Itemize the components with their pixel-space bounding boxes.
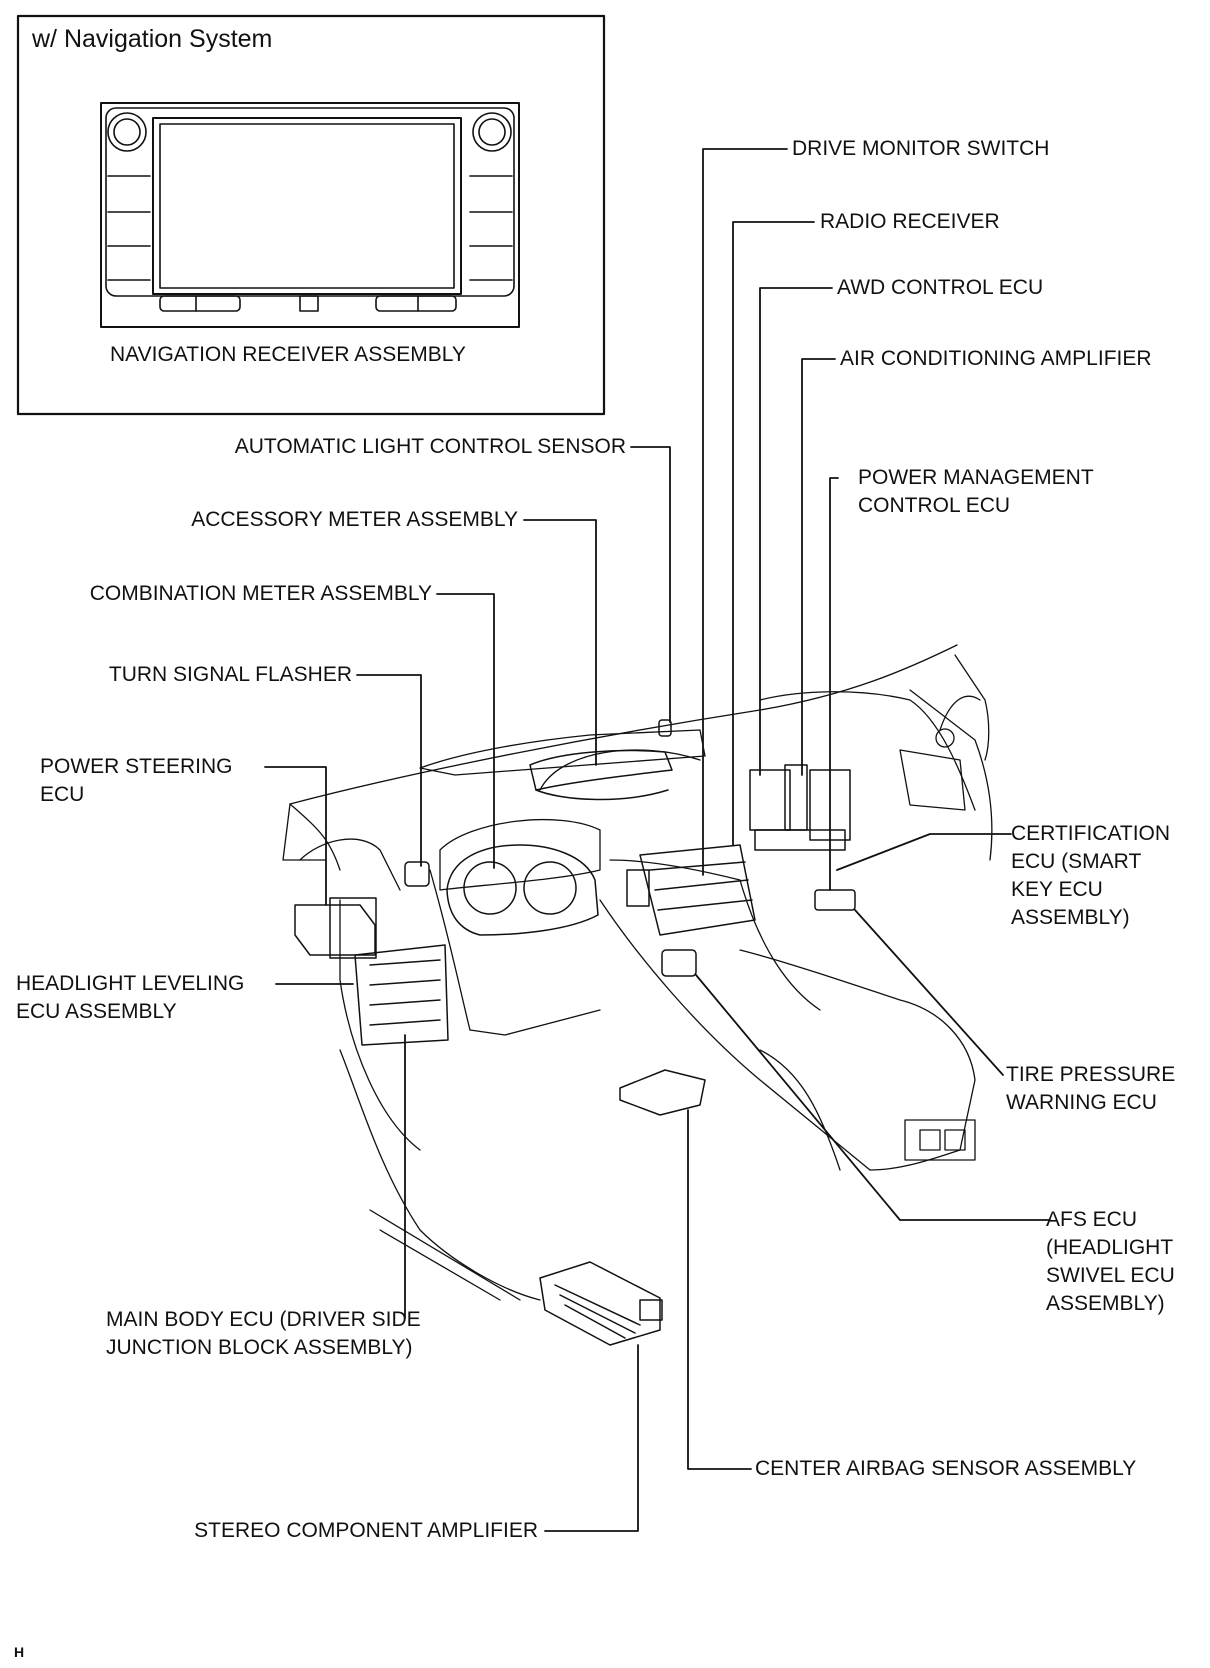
stereo-component-amplifier-label: STEREO COMPONENT AMPLIFIER — [194, 1519, 538, 1542]
certification-ecu-label-line2: ECU (SMART — [1011, 850, 1142, 873]
power-steering-ecu-label-line2: ECU — [40, 783, 85, 806]
inset-frame — [16, 14, 606, 416]
afs-ecu-body — [661, 949, 697, 977]
air-conditioning-amplifier-body — [784, 764, 808, 831]
automatic-light-control-sensor-label: AUTOMATIC LIGHT CONTROL SENSOR — [234, 435, 626, 458]
power-management-label-line1: POWER MANAGEMENT — [858, 466, 1094, 489]
accessory-meter-assembly-label: ACCESSORY METER ASSEMBLY — [191, 508, 518, 531]
combination-meter-assembly-label: COMBINATION METER ASSEMBLY — [89, 582, 432, 605]
navigation-receiver-label: NAVIGATION RECEIVER ASSEMBLY — [110, 343, 466, 366]
stereo-amplifier-body — [539, 1261, 661, 1346]
inset-title: w/ Navigation System — [32, 25, 273, 53]
certification-ecu-label-line4: ASSEMBLY) — [1011, 906, 1130, 929]
main-body-ecu-label-line1: MAIN BODY ECU (DRIVER SIDE — [106, 1308, 421, 1331]
main-body-ecu-label-line2: JUNCTION BLOCK ASSEMBLY) — [106, 1336, 413, 1359]
navigation-receiver-drawing — [100, 102, 520, 328]
tire-pressure-warning-ecu-label-line1: TIRE PRESSURE — [1006, 1063, 1176, 1086]
power-steering-ecu-label-line1: POWER STEERING — [40, 755, 233, 778]
drive-monitor-switch-label: DRIVE MONITOR SWITCH — [792, 137, 1050, 160]
headlight-leveling-ecu-label-line1: HEADLIGHT LEVELING — [16, 972, 245, 995]
combination-meter-body — [446, 844, 599, 936]
dashboard-outline — [282, 644, 993, 1301]
headlight-leveling-ecu-label-line2: ECU ASSEMBLY — [16, 1000, 177, 1023]
tire-pressure-warning-ecu-label-line2: WARNING ECU — [1006, 1091, 1157, 1114]
power-steering-ecu-body — [294, 904, 376, 956]
awd-control-ecu-label: AWD CONTROL ECU — [837, 276, 1044, 299]
certification-ecu-body — [814, 889, 856, 911]
afs-ecu-label-line2: (HEADLIGHT — [1046, 1236, 1174, 1259]
certification-ecu-label-line3: KEY ECU — [1011, 878, 1103, 901]
power-management-label-line2: CONTROL ECU — [858, 494, 1011, 517]
radio-receiver-body — [639, 844, 756, 936]
main-body-ecu-body — [354, 944, 449, 1046]
afs-ecu-label-line4: ASSEMBLY) — [1046, 1292, 1165, 1315]
accessory-meter-body — [529, 749, 673, 791]
leader-lines — [264, 148, 1051, 1532]
certification-ecu-label-line1: CERTIFICATION — [1011, 822, 1171, 845]
afs-ecu-label-line1: AFS ECU — [1046, 1208, 1138, 1231]
turn-signal-flasher-label: TURN SIGNAL FLASHER — [108, 663, 352, 686]
center-airbag-sensor-body — [619, 1069, 706, 1116]
radio-receiver-label: RADIO RECEIVER — [820, 210, 1000, 233]
turn-signal-flasher-body — [404, 861, 430, 887]
page-mark: H — [14, 1644, 25, 1660]
component-drawings — [294, 719, 856, 1346]
light-sensor-body — [658, 719, 672, 737]
center-airbag-sensor-label: CENTER AIRBAG SENSOR ASSEMBLY — [755, 1457, 1137, 1480]
afs-ecu-label-line3: SWIVEL ECU — [1046, 1264, 1175, 1287]
awd-control-ecu-body — [749, 769, 791, 831]
air-conditioning-amplifier-label: AIR CONDITIONING AMPLIFIER — [840, 347, 1152, 370]
